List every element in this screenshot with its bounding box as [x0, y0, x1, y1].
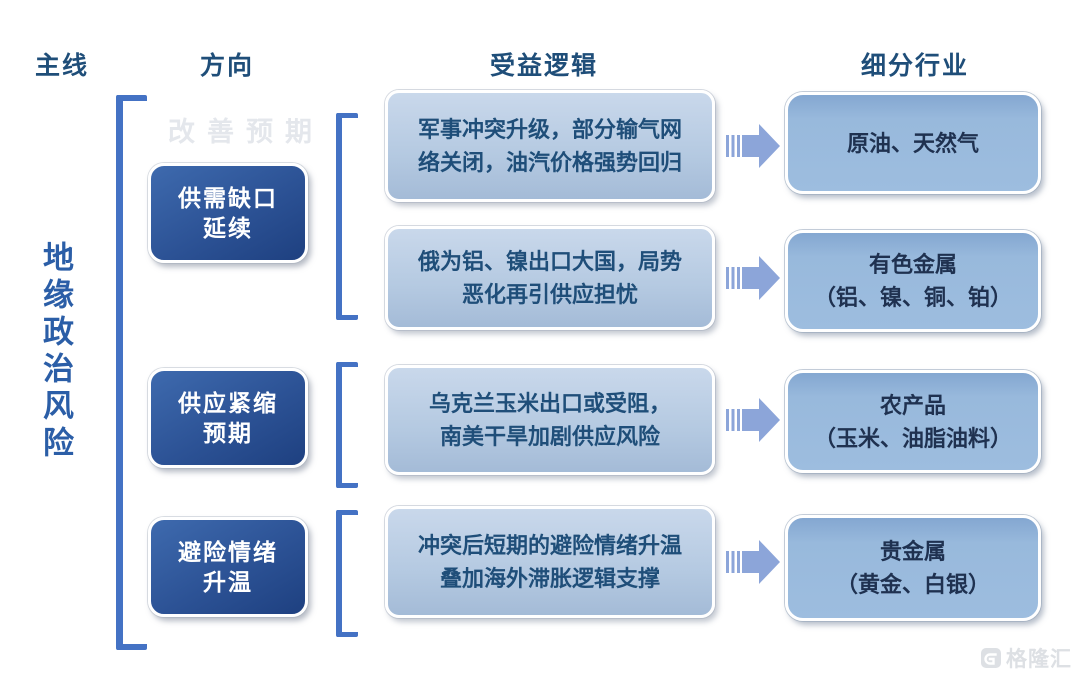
industry-box-line: 贵金属 [879, 539, 946, 564]
industry-box-crude-oil-gas: 原油、天然气 [785, 92, 1041, 194]
faint-watermark-text: 改善预期 [168, 117, 324, 147]
logic-box-metals: 俄为铝、镍出口大国，局势 恶化再引供应担忧 [385, 226, 715, 330]
logic-box-line: 恶化再引供应担忧 [461, 282, 638, 307]
direction-box-line: 延续 [203, 215, 253, 241]
industry-box-line: 有色金属 [868, 252, 957, 277]
direction-box-line: 升温 [203, 569, 253, 595]
logic-box-line: 冲突后短期的避险情绪升温 [417, 533, 682, 558]
right-arrow-icon [726, 256, 780, 300]
logic-box-line: 俄为铝、镍出口大国，局势 [417, 249, 682, 274]
logic-box-line: 军事冲突升级，部分输气网 [417, 117, 682, 142]
gelonghui-logo-text: 格隆汇 [1006, 648, 1072, 671]
right-arrow-icon [726, 398, 780, 442]
logic-box-line: 络关闭，油汽价格强势回归 [417, 150, 682, 175]
group-bracket-3 [336, 510, 358, 637]
direction-box-supply-tightening: 供应紧缩 预期 [148, 368, 308, 468]
direction-box-supply-demand-gap: 供需缺口 延续 [148, 163, 308, 263]
gelonghui-logo-icon [981, 648, 1001, 668]
industry-box-agricultural-products: 农产品 （玉米、油脂油料） [785, 370, 1041, 473]
group-bracket-2 [336, 362, 358, 488]
direction-box-line: 避险情绪 [178, 538, 278, 565]
logic-box-line: 南美干旱加剧供应风险 [439, 424, 660, 449]
column-header-direction: 方向 [200, 52, 255, 80]
logic-box-energy: 军事冲突升级，部分输气网 络关闭，油汽价格强势回归 [385, 90, 715, 202]
industry-box-line: （铝、镍、铜、铂） [813, 285, 1012, 310]
direction-box-risk-aversion: 避险情绪 升温 [148, 517, 308, 617]
mainline-bracket [116, 95, 147, 650]
industry-box-line: （黄金、白银） [835, 572, 990, 597]
column-header-mainline: 主线 [35, 52, 90, 80]
direction-box-line: 供应紧缩 [178, 389, 278, 416]
direction-box-line: 预期 [203, 420, 253, 446]
industry-box-precious-metals: 贵金属 （黄金、白银） [785, 515, 1041, 621]
column-header-industry: 细分行业 [861, 52, 970, 80]
group-bracket-1 [336, 113, 358, 320]
column-header-logic: 受益逻辑 [490, 52, 599, 80]
logic-box-agriculture: 乌克兰玉米出口或受阻， 南美干旱加剧供应风险 [385, 365, 715, 475]
logic-box-precious-metals: 冲突后短期的避险情绪升温 叠加海外滞胀逻辑支撑 [385, 506, 715, 618]
industry-box-line: 原油、天然气 [846, 130, 979, 156]
industry-box-line: 农产品 [879, 392, 946, 418]
brand-watermark: 格隆汇 [980, 643, 1072, 673]
direction-box-line: 供需缺口 [178, 184, 278, 211]
industry-box-nonferrous-metals: 有色金属 （铝、镍、铜、铂） [785, 230, 1041, 332]
logic-box-line: 叠加海外滞胀逻辑支撑 [439, 566, 660, 591]
logic-box-line: 乌克兰玉米出口或受阻， [428, 391, 671, 416]
mainline-vertical-label: 地缘政治风险 [38, 241, 73, 463]
right-arrow-icon [726, 540, 780, 584]
right-arrow-icon [726, 124, 780, 168]
industry-box-line: （玉米、油脂油料） [813, 425, 1012, 451]
